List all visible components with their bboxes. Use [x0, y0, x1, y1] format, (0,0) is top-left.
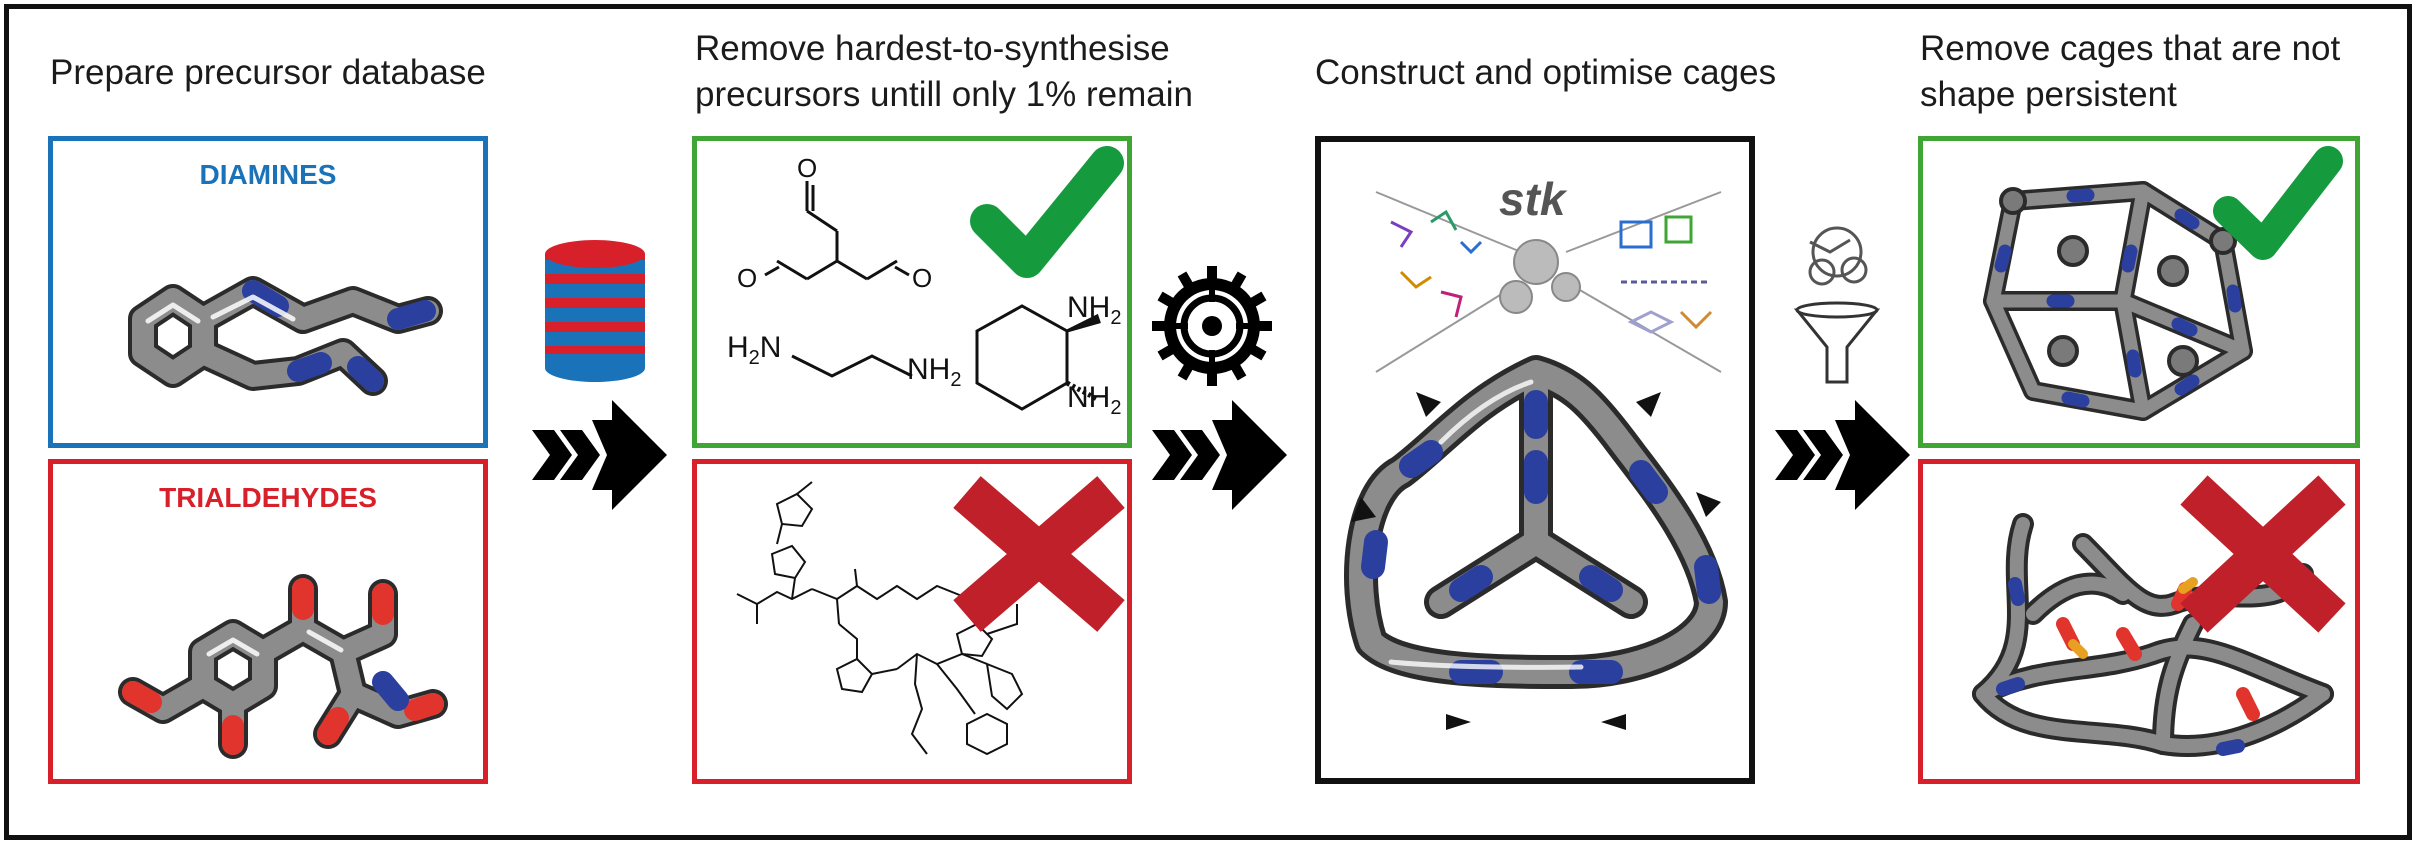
- cyclohexanediamine-bottom-label: NH2: [1067, 381, 1122, 419]
- collapsed-cage-panel: [1918, 459, 2360, 784]
- step-2-title-line-2: precursors untill only 1% remain: [695, 75, 1193, 114]
- trialdehydes-panel: TRIALDEHYDES: [48, 459, 488, 784]
- persistent-cage-model: [1983, 181, 2253, 421]
- svg-text:O: O: [912, 263, 932, 293]
- svg-text:O: O: [737, 263, 757, 293]
- collapsed-cage-model: [1972, 513, 2334, 757]
- easy-precursors-panel: O O O H2N NH2 NH2 NH2: [692, 136, 1132, 448]
- trialdehydes-label: TRIALDEHYDES: [159, 482, 377, 513]
- cyclohexanediamine-top-label: NH2: [1067, 291, 1122, 329]
- check-mark-shape: [2213, 146, 2343, 260]
- database-icon: [545, 240, 645, 382]
- diamine-stick-model: [128, 276, 443, 396]
- flow-arrow-2: [1152, 400, 1287, 510]
- ethylenediamine-right-label: NH2: [907, 353, 962, 391]
- step-4-title: Remove cages that are not shape persiste…: [1920, 26, 2340, 118]
- step-1-title-line-1: Prepare precursor database: [50, 53, 486, 92]
- optimised-cage-model: [1344, 355, 1728, 730]
- construct-panel: stk: [1315, 136, 1755, 784]
- step-2-title: Remove hardest-to-synthesise precursors …: [695, 26, 1193, 118]
- trialdehyde-stick-model: [118, 574, 448, 759]
- cyclohexanediamine-structure: [975, 304, 1101, 411]
- ethylenediamine-structure: [791, 354, 913, 378]
- step-3-title-line-1: Construct and optimise cages: [1315, 53, 1777, 92]
- diagram-frame: [4, 4, 2412, 840]
- cross-mark-synthesis: [953, 476, 1125, 632]
- step-2-title-line-1: Remove hardest-to-synthesise: [695, 29, 1170, 68]
- check-mark-synthesis: [970, 146, 1124, 278]
- filter-funnel-icon: [1793, 226, 1881, 384]
- peptide-structure: [736, 481, 1024, 756]
- construction-schematic: [1375, 191, 1722, 373]
- svg-text:O: O: [797, 153, 817, 183]
- flow-arrow-3: [1775, 400, 1910, 510]
- diamines-panel: DIAMINES: [48, 136, 488, 448]
- ethylenediamine-left-label: H2N: [727, 331, 782, 369]
- flow-arrow-1: [532, 400, 667, 510]
- stk-software-label: stk: [1499, 173, 1566, 225]
- diamines-label: DIAMINES: [199, 159, 337, 190]
- malonaldehyde-structure: O O O: [737, 153, 932, 293]
- step-1-title: Prepare precursor database: [50, 50, 486, 96]
- gear-icon: [1152, 266, 1272, 386]
- step-4-title-line-1: Remove cages that are not: [1920, 29, 2341, 68]
- cross-mark-shape: [2180, 475, 2346, 633]
- step-4-title-line-2: shape persistent: [1920, 75, 2177, 114]
- shape-persistent-panel: [1918, 136, 2360, 448]
- hard-precursors-panel: [692, 459, 1132, 784]
- step-3-title: Construct and optimise cages: [1315, 50, 1776, 96]
